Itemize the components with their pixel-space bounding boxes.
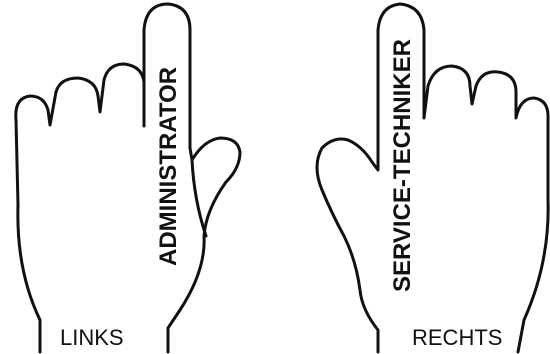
right-hand-outline bbox=[315, 2, 550, 354]
right-finger-label: SERVICE-TECHNIKER bbox=[389, 39, 416, 292]
right-hand-label: RECHTS bbox=[412, 325, 502, 350]
left-hand-label: LINKS bbox=[60, 325, 124, 350]
left-hand: ADMINISTRATOR LINKS bbox=[14, 2, 242, 354]
right-hand: SERVICE-TECHNIKER RECHTS bbox=[315, 2, 550, 354]
left-finger-label: ADMINISTRATOR bbox=[155, 67, 182, 266]
left-thumb-crease bbox=[190, 158, 208, 238]
left-hand-outline bbox=[14, 2, 242, 354]
